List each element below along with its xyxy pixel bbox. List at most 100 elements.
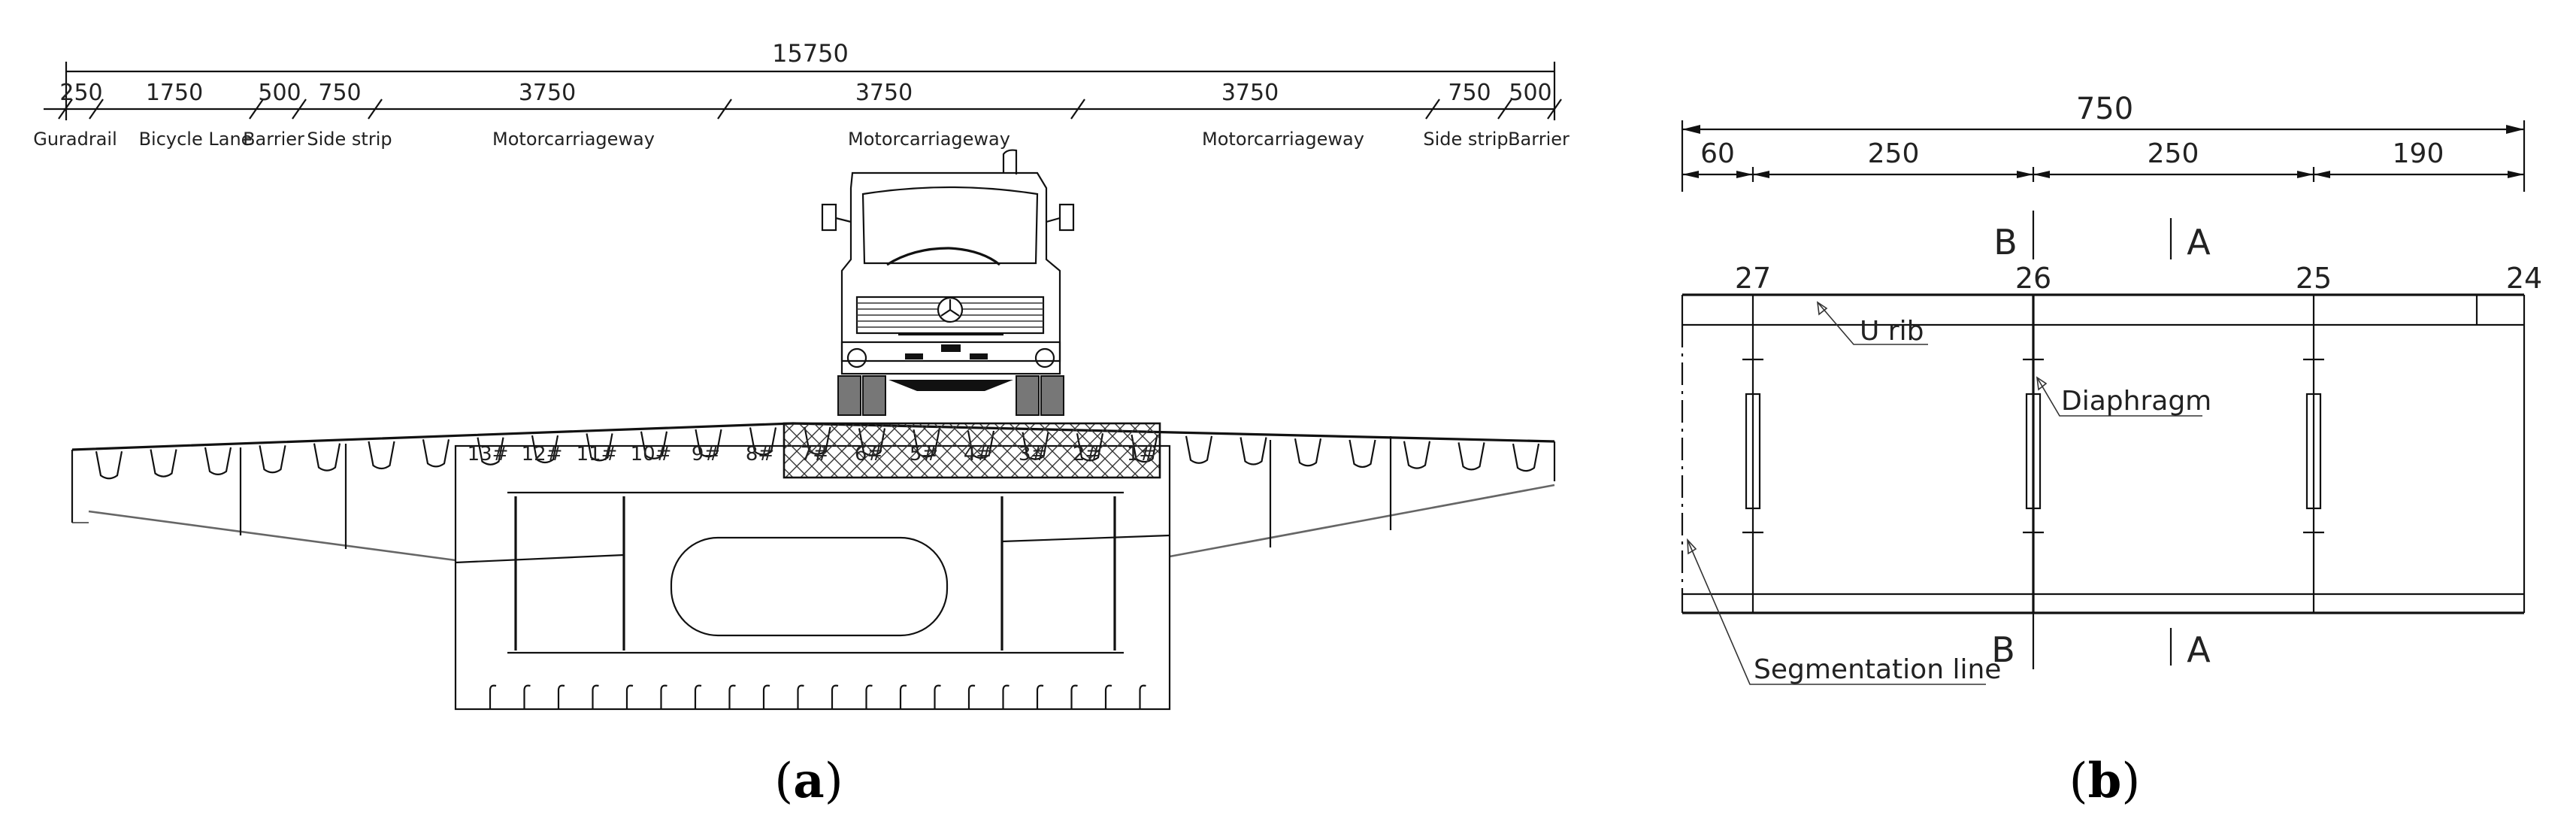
rib-label-8: 8# [746, 443, 774, 465]
bottom-stiffener [592, 684, 599, 709]
section-marks-top: B A [1993, 211, 2211, 262]
lane-motor-3: Motorcarriageway [1202, 129, 1364, 150]
wheel-load-area [782, 422, 1161, 479]
bottom-stiffener [660, 684, 667, 709]
lane-guardrail: Guradrail [33, 129, 117, 150]
deck-cross-section [71, 422, 1556, 711]
u-rib [586, 433, 613, 462]
dim-250: 250 [59, 80, 102, 106]
rib-label-13: 13# [468, 443, 509, 465]
bottom-stiffener [1002, 684, 1010, 709]
bottom-stiffener [934, 684, 941, 709]
lane-side-strip-right: Side strip [1423, 129, 1508, 150]
section-b-bottom: B [1991, 629, 2015, 670]
b-dim-190: 190 [2393, 138, 2444, 169]
b-total-width-label: 750 [2076, 92, 2133, 126]
bottom-stiffener [489, 684, 497, 709]
plan-view [1681, 293, 2526, 614]
rib-label-1: 1# [1127, 443, 1155, 465]
bottom-stiffener [728, 684, 736, 709]
bottom-stiffeners [489, 684, 1146, 709]
bottom-stiffener [967, 684, 976, 709]
u-rib [1458, 442, 1485, 471]
rib-labels: 13# 12# 11# 10# 9# 8# 7# 6# 5# 4# 3# 2# … [468, 443, 1156, 465]
bottom-stiffener [1104, 684, 1112, 709]
bottom-stiffener [899, 684, 907, 709]
lane-barrier-right: Barrier [1508, 129, 1570, 150]
total-width-label: 15750 [772, 39, 849, 68]
truck-illustration [821, 149, 1075, 416]
total-dimension-line: 15750 [65, 39, 1556, 120]
u-rib [1349, 439, 1376, 469]
u-rib [422, 439, 450, 468]
lane-motor-2: Motorcarriageway [848, 129, 1010, 150]
section-b-top: B [1993, 222, 2018, 262]
callouts: U rib Diaphragm Segmentation line [1687, 301, 2211, 685]
rib-label-5: 5# [910, 443, 938, 465]
u-rib [95, 451, 123, 480]
dim-3750-1: 3750 [519, 80, 576, 106]
u-rib [313, 443, 341, 472]
segment-dimension-line: 250 1750 500 750 3750 3750 3750 750 500 [44, 80, 1562, 120]
dim-750-left: 750 [318, 80, 361, 106]
dim-750-right: 750 [1448, 80, 1491, 106]
u-rib [1240, 437, 1267, 465]
u-rib [695, 429, 722, 458]
u-rib [477, 437, 504, 465]
diaphragm-numbers: 27 26 25 24 [1735, 262, 2542, 295]
bottom-stiffener [797, 684, 804, 709]
panel-b: 750 60 250 250 190 B A [1681, 92, 2542, 809]
section-marks-bottom: B A [1991, 613, 2211, 670]
bottom-stiffener [1139, 684, 1146, 709]
bottom-stiffener [694, 684, 702, 709]
rib-label-11: 11# [577, 443, 618, 465]
u-rib [368, 441, 395, 470]
u-rib [259, 445, 286, 474]
u-rib [1185, 435, 1213, 464]
section-a-bottom: A [2187, 629, 2211, 670]
dim-3750-2: 3750 [855, 80, 913, 106]
rib-label-12: 12# [522, 443, 563, 465]
rib-label-4: 4# [964, 443, 992, 465]
callout-u-rib: U rib [1860, 316, 1924, 347]
b-dim-60: 60 [1700, 138, 1735, 169]
u-rib [1512, 443, 1540, 472]
u-rib [1403, 441, 1431, 469]
lane-barrier-left: Barrier [243, 129, 304, 150]
diaphragm-26: 26 [2015, 262, 2051, 295]
rib-label-10: 10# [631, 443, 672, 465]
u-rib [749, 427, 777, 456]
bottom-stiffener [831, 684, 839, 709]
lane-side-strip-left: Side strip [307, 129, 392, 150]
bottom-stiffener [1070, 684, 1078, 709]
rib-label-3: 3# [1019, 443, 1047, 465]
dim-3750-3: 3750 [1221, 80, 1279, 106]
b-dim-250-right: 250 [2148, 138, 2199, 169]
dim-500-right: 500 [1509, 80, 1551, 106]
caption-a: (a) [774, 753, 843, 809]
bottom-stiffener [865, 684, 873, 709]
u-rib [204, 447, 232, 476]
bottom-stiffener [523, 684, 531, 709]
u-rib [150, 449, 177, 478]
section-a-top: A [2187, 222, 2211, 262]
u-rib [640, 431, 668, 459]
diaphragm-24: 24 [2506, 262, 2542, 295]
callout-segmentation-line: Segmentation line [1754, 654, 2001, 685]
rib-label-9: 9# [692, 443, 720, 465]
lane-bicycle: Bicycle Lane [139, 129, 253, 150]
caption-b: (b) [2069, 753, 2141, 809]
panel-a: 15750 250 1750 500 750 3750 3750 [33, 39, 1570, 809]
rib-label-2: 2# [1073, 443, 1101, 465]
lane-motor-1: Motorcarriageway [492, 129, 655, 150]
bottom-stiffener [762, 684, 770, 709]
u-rib [1294, 438, 1322, 467]
u-rib [531, 435, 559, 464]
b-dim-250-left: 250 [1868, 138, 1920, 169]
rib-label-6: 6# [855, 443, 883, 465]
b-segment-dimension: 60 250 250 190 [1682, 138, 2524, 182]
bottom-stiffener [1036, 684, 1044, 709]
dim-1750: 1750 [146, 80, 203, 106]
bottom-stiffener [557, 684, 565, 709]
